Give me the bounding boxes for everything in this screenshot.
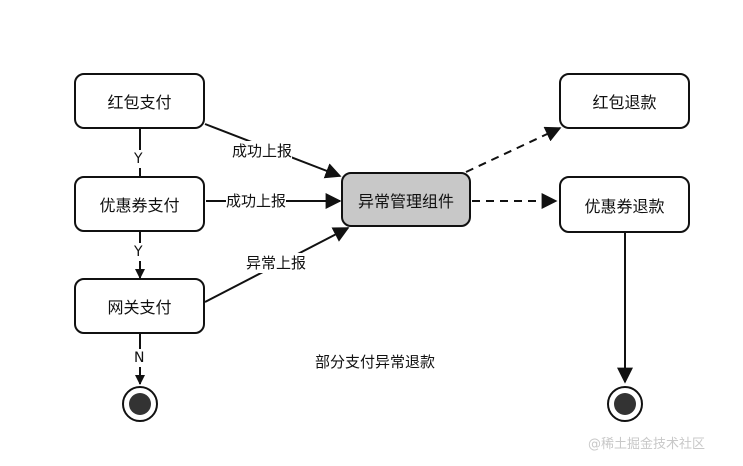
node-youhui-pay: 优惠券支付 xyxy=(74,176,205,232)
label-success-report-1: 成功上报 xyxy=(232,141,293,161)
end-node-right xyxy=(607,386,643,422)
end-node-left xyxy=(122,386,158,422)
watermark: @稀土掘金技术社区 xyxy=(588,437,706,452)
node-youhui-refund: 优惠券退款 xyxy=(559,176,690,233)
label-exception-report: 异常上报 xyxy=(246,253,307,273)
diagram-caption: 部分支付异常退款 xyxy=(315,353,436,371)
edge-to-hongbao-refund xyxy=(465,126,562,173)
label-success-report-2: 成功上报 xyxy=(226,191,287,211)
node-exception-component: 异常管理组件 xyxy=(341,172,471,227)
label-yes-2: Y xyxy=(134,243,143,261)
node-hongbao-refund: 红包退款 xyxy=(559,73,690,129)
node-gateway-pay: 网关支付 xyxy=(74,278,205,334)
node-hongbao-pay: 红包支付 xyxy=(74,73,205,129)
label-yes-1: Y xyxy=(134,150,143,168)
label-no: N xyxy=(134,349,145,367)
